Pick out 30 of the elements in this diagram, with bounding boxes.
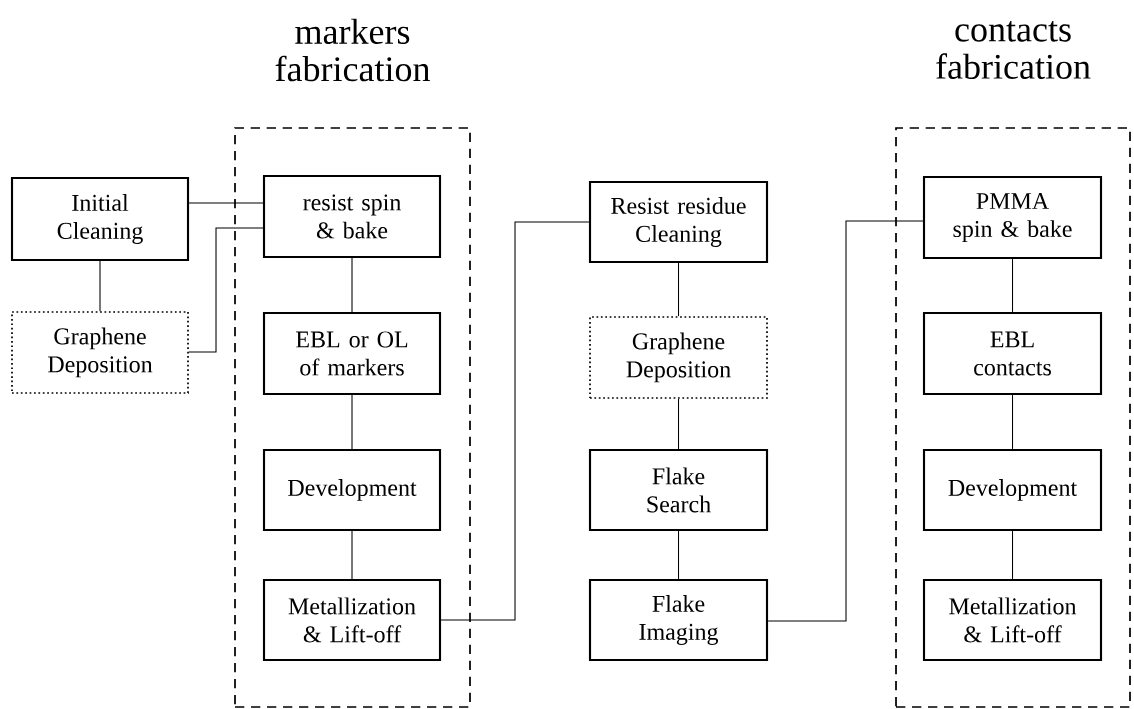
- connector-line: [1011, 530, 1014, 580]
- process-box: Development: [262, 448, 442, 532]
- group-heading: contacts fabrication: [936, 21, 1091, 79]
- connector-line: [1011, 394, 1014, 450]
- process-box: EBL or OL of markers: [262, 311, 442, 396]
- process-box: Metallization & Lift-off: [922, 578, 1103, 662]
- optional-step-box: Graphene Deposition: [11, 311, 189, 394]
- connector-line: [351, 394, 353, 450]
- connector-line: [677, 530, 680, 580]
- connector-line: [351, 257, 353, 313]
- process-box: PMMA spin & bake: [922, 175, 1103, 260]
- process-box: Flake Imaging: [588, 578, 769, 662]
- connector-line: [440, 221, 590, 621]
- process-box: Initial Cleaning: [10, 176, 190, 262]
- process-box: Development: [922, 448, 1103, 532]
- group-heading: markers fabrication: [275, 18, 430, 82]
- connector-line: [677, 262, 680, 317]
- connector-line: [188, 227, 264, 353]
- connector-line: [351, 530, 353, 580]
- process-box: EBL contacts: [922, 311, 1103, 396]
- connector-line: [99, 260, 101, 312]
- process-box: Flake Search: [588, 448, 769, 532]
- process-box: Metallization & Lift-off: [262, 578, 442, 662]
- optional-step-box: Graphene Deposition: [589, 316, 768, 399]
- connector-line: [767, 220, 924, 622]
- process-box: Resist residue Cleaning: [588, 180, 769, 264]
- connector-line: [677, 398, 680, 450]
- process-box: resist spin & bake: [262, 174, 442, 259]
- connector-line: [188, 202, 264, 204]
- connector-line: [1011, 258, 1014, 313]
